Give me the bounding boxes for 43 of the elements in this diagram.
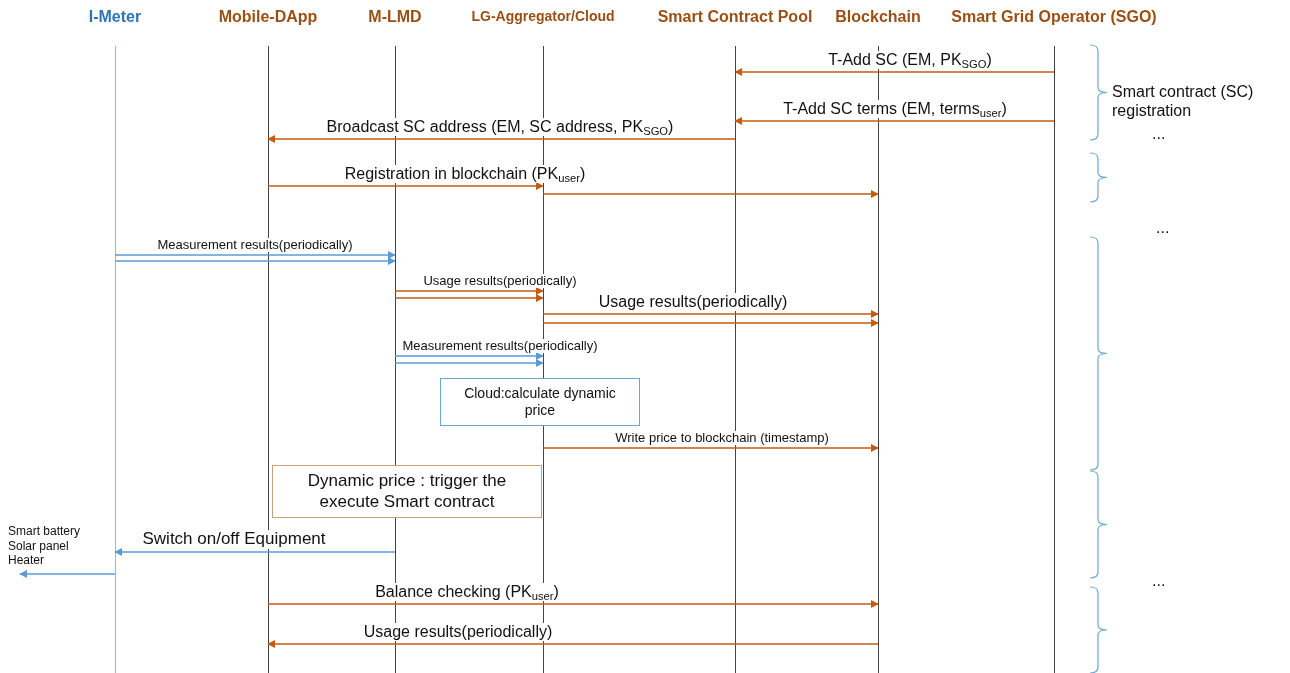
message-arrow <box>267 600 879 608</box>
message-arrow <box>19 570 116 578</box>
participant-label: LG-Aggregator/Cloud <box>470 8 616 24</box>
edge-label: Usage results(periodically) <box>596 293 790 311</box>
edge-label: Switch on/off Equipment <box>140 530 328 549</box>
participant-label: I-Meter <box>87 8 143 26</box>
message-arrow <box>114 548 396 556</box>
participant-label: Smart Grid Operator (SGO) <box>950 8 1158 26</box>
process-box: Cloud:calculate dynamic price <box>440 378 640 426</box>
message-arrow <box>542 319 879 327</box>
ellipsis: ... <box>1152 571 1166 591</box>
participant-label: Mobile-DApp <box>217 8 319 26</box>
message-arrow <box>114 251 396 259</box>
participant-label: Smart Contract Pool <box>656 8 814 26</box>
ellipsis: ... <box>1152 124 1166 144</box>
message-arrow <box>114 257 396 265</box>
edge-label: Usage results(periodically) <box>421 273 579 288</box>
message-arrow <box>394 352 544 360</box>
participant-label: Blockchain <box>834 8 922 26</box>
edge-label: Balance checking (PK$_{user}$) <box>373 583 561 601</box>
message-arrow <box>734 68 1055 76</box>
message-arrow <box>267 182 544 190</box>
message-arrow <box>734 117 1055 125</box>
message-arrow <box>394 287 544 295</box>
message-arrow <box>394 294 544 302</box>
edge-label: T-Add SC (EM, PK$_{SGO}$) <box>826 51 994 69</box>
message-arrow <box>394 359 544 367</box>
process-box: Dynamic price : trigger the execute Smart contract <box>272 465 542 518</box>
message-arrow <box>542 444 879 452</box>
participant-label: M-LMD <box>367 8 423 26</box>
edge-label: Broadcast SC address (EM, SC address, PK$_{SGO}$) <box>324 118 676 136</box>
ellipsis: ... <box>1156 218 1170 238</box>
edge-label: Measurement results(periodically) <box>400 338 600 353</box>
edge-label: T-Add SC terms (EM, terms$_{user}$) <box>781 100 1009 118</box>
message-arrow <box>267 640 879 648</box>
edge-label: Write price to blockchain (timestamp) <box>613 430 831 445</box>
equipment-label: Smart battery Solar panel Heater <box>8 522 100 570</box>
message-arrow <box>267 135 736 143</box>
phase-label: Smart contract (SC) registration <box>1112 82 1255 121</box>
edge-label: Measurement results(periodically) <box>155 237 355 252</box>
message-arrow <box>542 190 879 198</box>
message-arrow <box>542 310 879 318</box>
edge-label: Usage results(periodically) <box>361 623 555 641</box>
